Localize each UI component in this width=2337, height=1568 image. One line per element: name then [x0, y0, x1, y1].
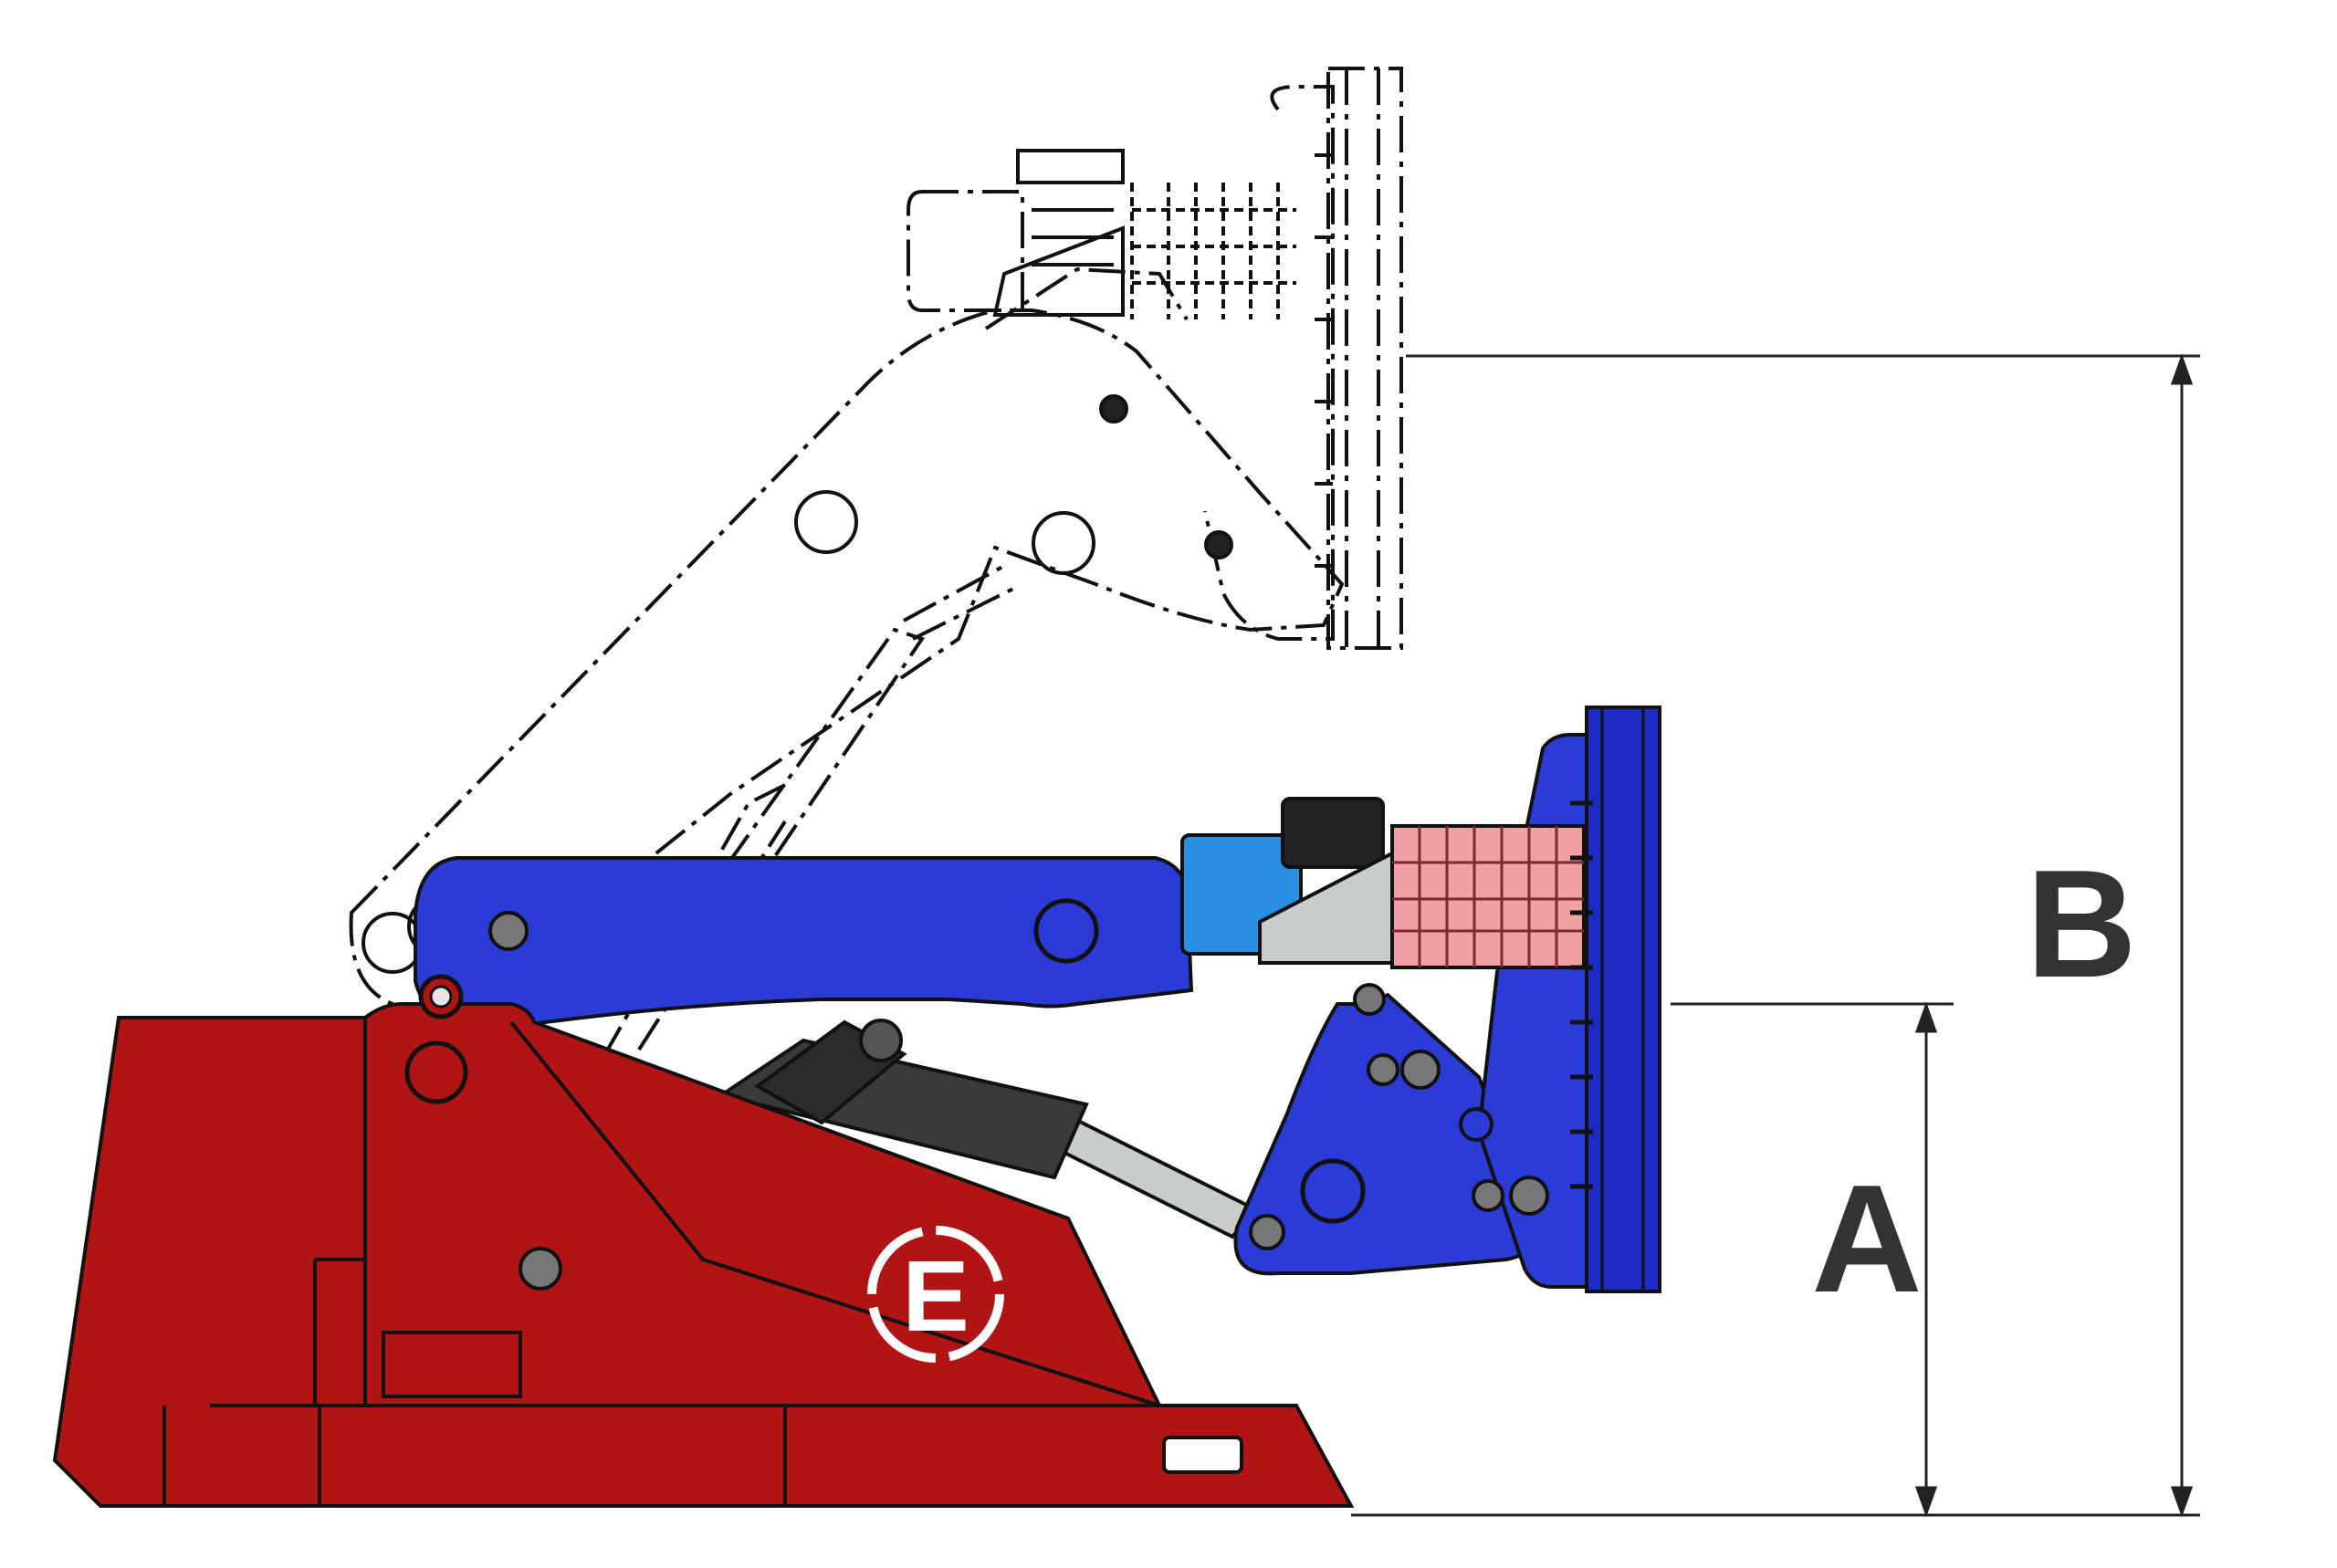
motor-cap: [1281, 797, 1385, 869]
flange-bolts: [1570, 800, 1593, 1189]
gearbox-fins: [1392, 826, 1584, 967]
raised-pivot-hole: [794, 490, 858, 554]
raised-mount-plate: [1203, 85, 1335, 641]
dimension-label-b: B: [2026, 838, 2136, 1009]
boom-pivot-hole: [1300, 1158, 1366, 1224]
arrowhead: [1914, 1486, 1938, 1518]
boom-pin: [488, 911, 529, 951]
raised-upper-link: [984, 267, 1189, 330]
raised-motor-lines: [1016, 149, 1125, 267]
boom-arm-body: [414, 856, 1194, 1030]
boom-pin: [1400, 1050, 1441, 1090]
logo-letter: E: [902, 1240, 969, 1353]
boom-pin: [1509, 1176, 1549, 1216]
base-pivot-hole: [404, 1040, 468, 1104]
dimension-label-a: A: [1811, 1153, 1922, 1324]
logo-emblem: E: [867, 1226, 1004, 1363]
arrowhead: [2170, 353, 2194, 385]
arrowhead: [2170, 1486, 2194, 1518]
raised-pivot-hole: [1032, 511, 1095, 575]
boom-pin: [1353, 983, 1386, 1016]
raised-motor-outline: [907, 190, 1024, 312]
flange-ribs: [1600, 707, 1645, 1291]
raised-bracket: [992, 225, 1125, 317]
boom-pin: [1459, 1107, 1493, 1142]
raised-gearbox-lines: [1130, 183, 1296, 319]
base-top-pin-inner: [429, 985, 453, 1009]
base-slot: [1162, 1436, 1243, 1474]
raised-pivot-hole: [1204, 530, 1233, 559]
base-frame-lines: [162, 1018, 1296, 1506]
boom-pin: [1367, 1053, 1399, 1086]
raised-position-details: [362, 149, 1333, 974]
boom-pin: [1249, 1214, 1285, 1250]
raised-flange: [1326, 67, 1403, 650]
base-pin: [519, 1247, 562, 1291]
gearbox-body: [1390, 824, 1586, 969]
base-frame: [52, 974, 1355, 1508]
drive-unit: [1180, 797, 1586, 969]
flange-plate: [1585, 706, 1661, 1293]
raised-bolts: [1315, 153, 1333, 568]
raised-pivot-hole: [1099, 394, 1128, 423]
raised-flange-inner: [1345, 68, 1380, 648]
cylinder-pin: [859, 1019, 903, 1062]
hydraulic-cylinder: [717, 1019, 1259, 1239]
dimension-lines: [1351, 353, 2200, 1518]
base-frame-body: [52, 1002, 1355, 1508]
mounting-flange: [1570, 706, 1661, 1293]
raised-cylinder-rod: [903, 564, 1014, 641]
boom-pivot-hole: [1033, 898, 1099, 964]
boom-pin: [1472, 1179, 1504, 1212]
arrowhead: [1914, 1001, 1938, 1033]
